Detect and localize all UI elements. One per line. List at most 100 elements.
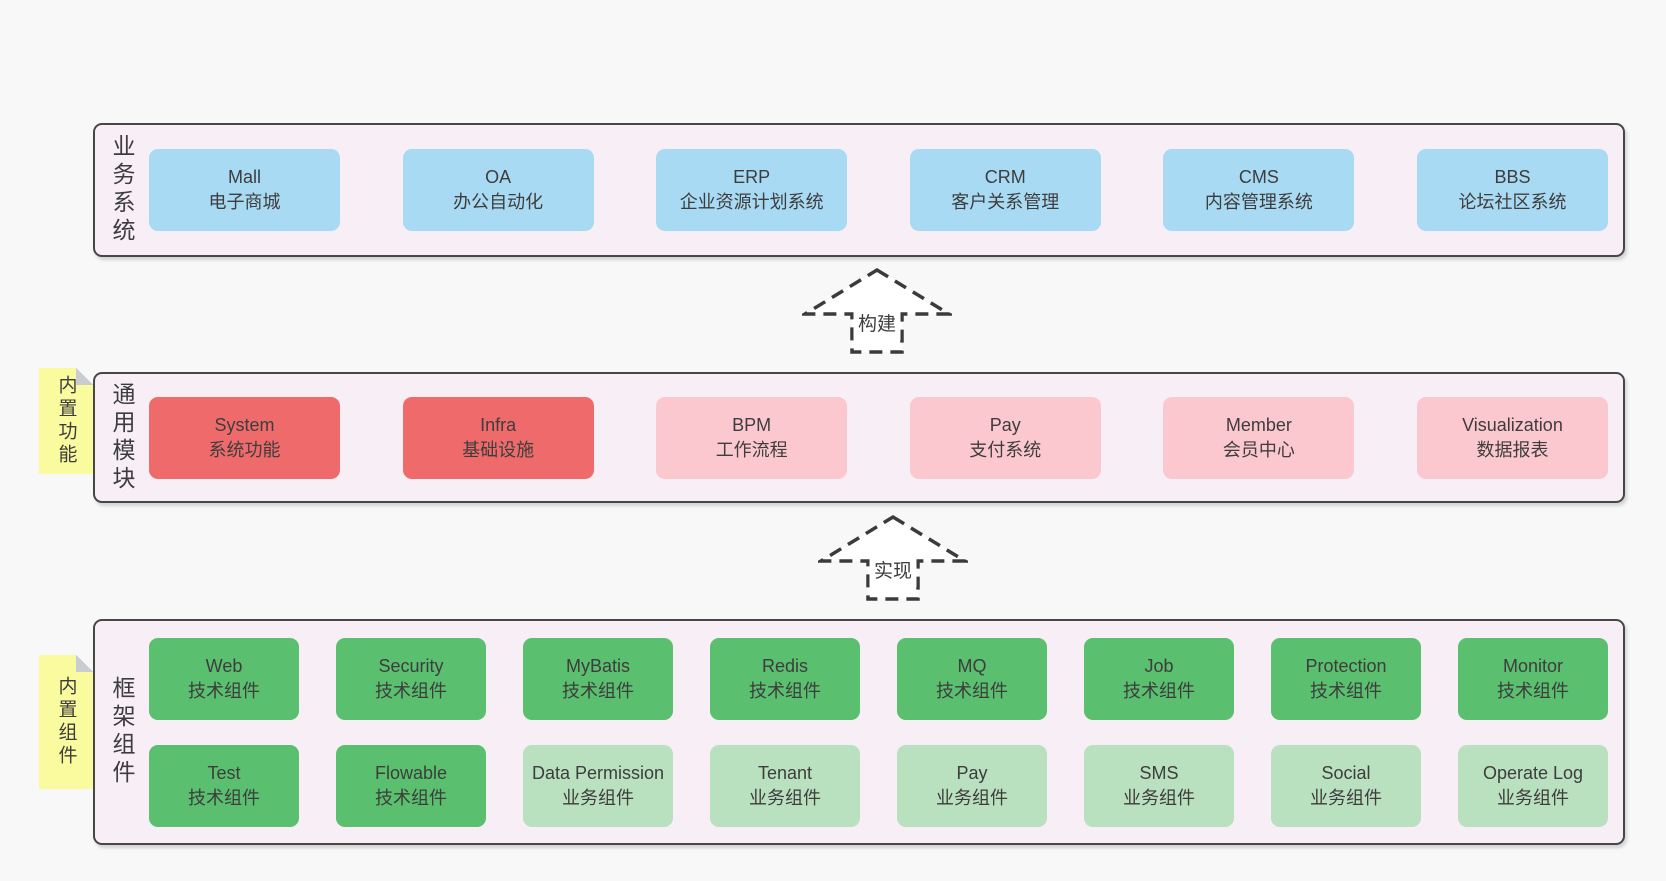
node-title: Visualization <box>1462 414 1563 435</box>
node-subtitle: 客户关系管理 <box>951 192 1060 212</box>
node-subtitle: 技术组件 <box>562 680 634 701</box>
diagram-node-bpm: BPM 工作流程 <box>656 396 848 479</box>
arrow-label-backdrop <box>869 555 917 587</box>
node-title: ERP <box>733 167 771 187</box>
node-subtitle: 工作流程 <box>715 439 788 460</box>
node-title: SMS <box>1139 762 1179 783</box>
node-subtitle: 系统功能 <box>208 439 281 460</box>
node-title: MQ <box>957 655 987 676</box>
node-subtitle: 技术组件 <box>188 680 260 701</box>
node-title: Social <box>1321 762 1371 783</box>
node-subtitle: 办公自动化 <box>453 192 544 212</box>
node-subtitle: 电子商城 <box>208 192 281 212</box>
node-subtitle: 技术组件 <box>375 787 447 808</box>
arrow-label-backdrop <box>853 308 901 340</box>
node-subtitle: 业务组件 <box>936 787 1008 808</box>
diagram-node-mybatis: MyBatis 技术组件 <box>523 637 673 720</box>
diagram-node-erp: ERP 企业资源计划系统 <box>656 149 848 231</box>
layer-business-systems: 业务系统 Mall 电子商城 OA 办公自动化 ERP 企业资源计划系统 CRM 客户关系管理… <box>93 123 1625 257</box>
layer-content: System 系统功能 Infra 基础设施 BPM 工作流程 Pay 支付系统 Member 会… <box>149 374 1623 501</box>
diagram-node-oa: OA 办公自动化 <box>402 149 594 231</box>
node-subtitle: 内容管理系统 <box>1204 192 1313 212</box>
node-row: Mall 电子商城 OA 办公自动化 ERP 企业资源计划系统 CRM 客户关系管理 CMS 内容… <box>149 149 1608 231</box>
sticky-note-built-in-features: 内置功能 <box>39 368 93 474</box>
dashed-up-arrow-build: 构建 <box>802 267 952 354</box>
diagram-node-mall: Mall 电子商城 <box>149 149 340 231</box>
node-title: Operate Log <box>1482 762 1584 783</box>
node-subtitle: 技术组件 <box>1310 680 1382 701</box>
node-subtitle: 业务组件 <box>562 787 634 808</box>
layer-side-column: 通用模块 <box>95 374 149 501</box>
node-title: Protection <box>1305 655 1387 676</box>
layer-side-column: 业务系统 <box>95 125 149 255</box>
sticky-note-label: 内置组件 <box>55 676 77 768</box>
node-subtitle: 基础设施 <box>462 439 535 460</box>
node-title: Mall <box>227 167 261 187</box>
folded-corner-icon <box>76 368 93 385</box>
node-title: Member <box>1225 414 1292 435</box>
node-subtitle: 技术组件 <box>936 680 1008 701</box>
node-title: Pay <box>989 414 1021 435</box>
diagram-node-infra: Infra 基础设施 <box>402 396 594 479</box>
node-title: Job <box>1144 655 1174 676</box>
node-subtitle: 技术组件 <box>1497 680 1569 701</box>
layer-side-label: 框架组件 <box>109 676 135 788</box>
node-subtitle: 业务组件 <box>749 787 821 808</box>
layer-side-label: 通用模块 <box>109 381 135 494</box>
node-title: Security <box>378 655 444 676</box>
node-title: Infra <box>480 414 517 435</box>
node-title: BPM <box>732 414 772 435</box>
node-title: OA <box>485 167 512 187</box>
folded-corner-icon <box>76 655 93 672</box>
diagram-node-flowable: Flowable 技术组件 <box>336 744 486 827</box>
sticky-note-label: 内置功能 <box>55 375 77 467</box>
node-subtitle: 会员中心 <box>1222 439 1295 460</box>
node-subtitle: 业务组件 <box>1497 787 1569 808</box>
diagram-node-security: Security 技术组件 <box>336 637 486 720</box>
node-title: CRM <box>984 167 1026 187</box>
node-title: Data Permission <box>531 762 665 783</box>
node-subtitle: 技术组件 <box>188 787 260 808</box>
node-title: Web <box>205 655 243 676</box>
node-title: Tenant <box>757 762 813 783</box>
node-title: Flowable <box>374 762 448 783</box>
node-subtitle: 数据报表 <box>1476 439 1549 460</box>
dashed-up-arrow-implement: 实现 <box>818 514 968 601</box>
diagram-node-crm: CRM 客户关系管理 <box>909 149 1101 231</box>
diagram-node-member: Member 会员中心 <box>1163 396 1355 479</box>
arrow-label: 构建 <box>858 313 896 335</box>
diagram-node-web: Web 技术组件 <box>149 637 299 720</box>
node-title: CMS <box>1238 167 1279 187</box>
diagram-node-job: Job 技术组件 <box>1084 637 1234 720</box>
node-row: System 系统功能 Infra 基础设施 BPM 工作流程 Pay 支付系统 Member 会… <box>149 396 1608 479</box>
diagram-node-pay: Pay 支付系统 <box>909 396 1101 479</box>
node-title: Redis <box>761 655 809 676</box>
node-title: Pay <box>956 762 988 783</box>
diagram-node-operate-log: Operate Log 业务组件 <box>1458 744 1608 827</box>
node-subtitle: 支付系统 <box>969 439 1042 460</box>
node-subtitle: 业务组件 <box>1310 787 1382 808</box>
node-subtitle: 论坛社区系统 <box>1458 192 1567 212</box>
layer-content: Mall 电子商城 OA 办公自动化 ERP 企业资源计划系统 CRM 客户关系管理 CMS 内容… <box>149 125 1623 255</box>
node-title: Monitor <box>1502 655 1564 676</box>
node-subtitle: 技术组件 <box>375 680 447 701</box>
node-title: System <box>214 414 275 435</box>
diagram-node-monitor: Monitor 技术组件 <box>1458 637 1608 720</box>
layer-common-modules: 通用模块 System 系统功能 Infra 基础设施 BPM 工作流程 Pay 支付系统 Me… <box>93 372 1625 503</box>
diagram-node-tenant: Tenant 业务组件 <box>710 744 860 827</box>
layer-side-column: 框架组件 <box>95 621 149 843</box>
node-title: MyBatis <box>565 655 630 676</box>
layer-framework-components: 框架组件 Web 技术组件 Security 技术组件 MyBatis 技术组件 Redis… <box>93 619 1625 845</box>
diagram-node-cms: CMS 内容管理系统 <box>1163 149 1355 231</box>
node-subtitle: 企业资源计划系统 <box>679 192 824 212</box>
diagram-node-system: System 系统功能 <box>149 396 340 479</box>
sticky-note-built-in-components: 内置组件 <box>39 655 93 789</box>
node-subtitle: 技术组件 <box>1123 680 1195 701</box>
